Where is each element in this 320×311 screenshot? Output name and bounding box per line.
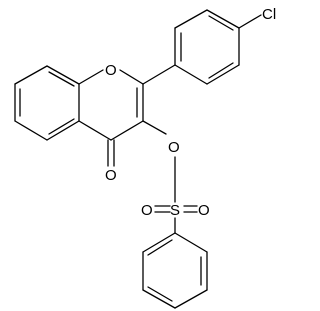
phenyl-ring [142,232,208,309]
bond [142,64,176,85]
bond [142,120,167,135]
double-bond-inner [48,118,75,135]
bond [174,64,208,85]
bond [14,65,48,85]
bond [174,289,208,309]
bond [174,9,208,29]
bond [14,120,48,141]
pyranone-ring [78,69,144,141]
bond [174,232,208,253]
bond [46,65,80,85]
sulfonate-group [142,120,198,234]
double-bond-inner [208,62,234,79]
bond [46,120,80,141]
chemical-structure-diagram: Cl O O O S O O [14,6,276,309]
atom-label-o-ring: O [105,62,117,79]
carbonyl-group [107,139,115,167]
bond [142,232,176,253]
double-bond-inner [48,71,75,87]
double-bond-inner [208,15,234,31]
bond [110,120,144,141]
bond [78,120,112,141]
benzo-ring [14,65,80,141]
bond [206,9,240,29]
bond [78,69,104,85]
bond [238,14,262,29]
bond [206,64,240,85]
atom-label-cl: Cl [262,6,276,23]
atom-label-o-carbonyl: O [105,167,117,184]
double-bond-inner [147,239,173,256]
double-bond-inner [147,286,173,302]
structure-canvas: Cl O O O S O O [14,6,277,309]
atom-label-o-sulfonyl-right: O [198,202,210,219]
atom-label-o-ester: O [168,139,180,156]
atom-label-s: S [170,202,180,219]
atom-label-o-sulfonyl-left: O [141,202,153,219]
bond [119,69,144,85]
chlorophenyl-ring [142,9,262,85]
bond [142,289,176,309]
